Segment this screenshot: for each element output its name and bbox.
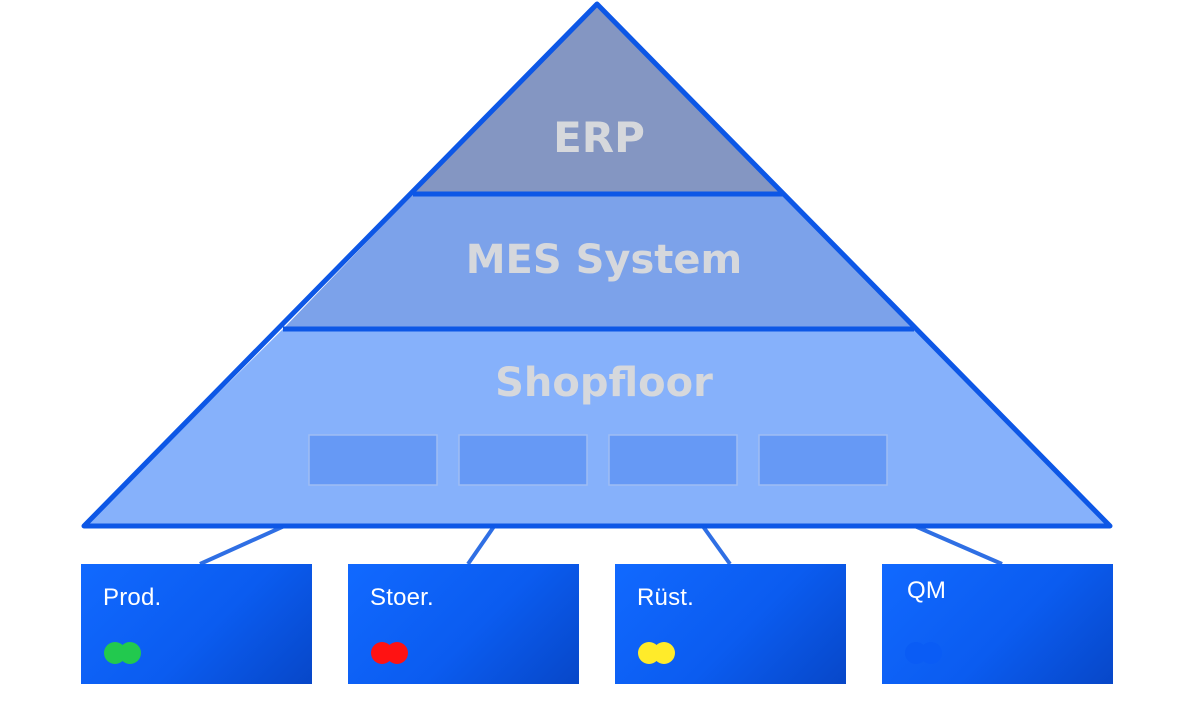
module-label-prod: Prod. (103, 584, 162, 611)
module-label-ruest: Rüst. (637, 584, 695, 611)
shopfloor-slot-2 (458, 434, 588, 486)
module-card-stoer[interactable]: Stoer. (348, 564, 579, 684)
layer-label-mes: MES System (466, 237, 742, 283)
pyramid-outline (81, 1, 1113, 529)
status-indicator-qm (905, 642, 943, 664)
layer-mes (283, 194, 914, 329)
module-card-qm[interactable]: QM (882, 564, 1113, 684)
status-dot-icon (386, 642, 408, 664)
status-dot-icon (119, 642, 141, 664)
layer-erp (413, 4, 783, 194)
status-indicator-ruest (638, 642, 676, 664)
status-dot-icon (653, 642, 675, 664)
module-card-prod[interactable]: Prod. (81, 564, 312, 684)
layer-label-shopfloor: Shopfloor (495, 360, 713, 406)
shopfloor-slot-1 (308, 434, 438, 486)
status-indicator-prod (104, 642, 142, 664)
shopfloor-slot-4 (758, 434, 888, 486)
module-label-stoer: Stoer. (370, 584, 434, 611)
module-card-ruest[interactable]: Rüst. (615, 564, 846, 684)
module-label-qm: QM (907, 577, 947, 604)
layer-label-erp: ERP (553, 113, 645, 162)
layer-shopfloor (84, 329, 1110, 526)
shopfloor-slot-3 (608, 434, 738, 486)
status-indicator-stoer (371, 642, 409, 664)
status-dot-icon (920, 642, 942, 664)
